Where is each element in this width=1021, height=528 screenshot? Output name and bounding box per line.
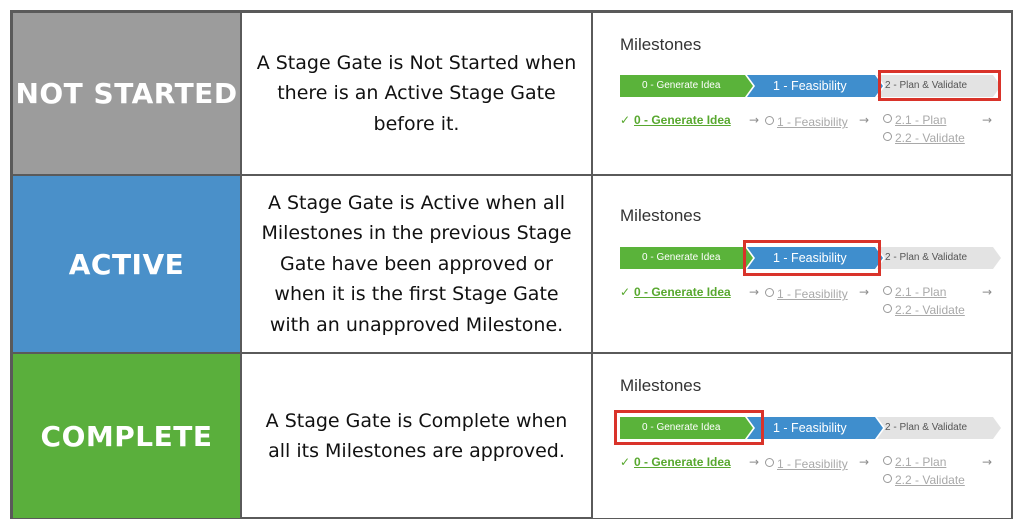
subitem-validate[interactable]: 2.2 - Validate [895, 473, 965, 487]
chevron-feasibility [747, 247, 883, 269]
arrow-right-icon: → [982, 455, 993, 469]
arrow-right-icon: → [859, 285, 870, 299]
subitem-validate[interactable]: 2.2 - Validate [895, 131, 965, 145]
chevron-feasibility-label: 1 - Feasibility [773, 79, 847, 93]
circle-icon [765, 458, 774, 467]
subitem-feasibility[interactable]: 1 - Feasibility [777, 287, 848, 301]
status-not-started: NOT STARTED [12, 12, 241, 175]
description-text: A Stage Gate is Active when all Mileston… [261, 191, 572, 336]
highlight-box [743, 240, 881, 276]
arrow-right-icon: → [859, 455, 870, 469]
status-active: ACTIVE [12, 175, 241, 353]
subitem-plan[interactable]: 2.1 - Plan [895, 113, 947, 127]
arrow-right-icon: → [749, 455, 760, 469]
chevron-feasibility-label: 1 - Feasibility [773, 421, 847, 435]
subitem-feasibility[interactable]: 1 - Feasibility [777, 115, 848, 129]
chevron-plan-validate [877, 247, 1001, 269]
chevron-plan-validate [877, 75, 1001, 97]
milestones-title: Milestones [620, 206, 702, 225]
stage-gate-table: NOT STARTED A Stage Gate is Not Started … [10, 10, 1013, 519]
arrow-right-icon: → [982, 285, 993, 299]
arrow-right-icon: → [982, 113, 993, 127]
milestones-panel-complete: Milestones 0 - Generate Idea 1 - Feasibi… [592, 353, 1012, 519]
circle-icon [883, 286, 892, 295]
chevron-generate-idea [620, 75, 753, 97]
stage-chevrons [620, 417, 1001, 439]
circle-icon [765, 116, 774, 125]
chevron-feasibility [747, 417, 883, 439]
subitem-generate-idea[interactable]: 0 - Generate Idea [634, 455, 731, 469]
circle-icon [883, 114, 892, 123]
milestones-panel-not-started: Milestones 0 - Generate Idea 1 - Feasibi… [592, 12, 1012, 175]
subitem-plan[interactable]: 2.1 - Plan [895, 455, 947, 469]
description-text: A Stage Gate is Complete when all its Mi… [265, 409, 568, 463]
stage-chevrons [620, 75, 1001, 97]
milestones-title: Milestones [620, 35, 702, 54]
stage-chevrons [620, 247, 1001, 269]
description-active: A Stage Gate is Active when all Mileston… [241, 175, 592, 353]
description-not-started: A Stage Gate is Not Started when there i… [241, 12, 592, 175]
chevron-plan-validate [877, 417, 1001, 439]
highlight-box [614, 410, 764, 445]
description-complete: A Stage Gate is Complete when all its Mi… [241, 353, 592, 519]
chevron-plan-validate-label: 2 - Plan & Validate [885, 422, 968, 433]
subitem-validate[interactable]: 2.2 - Validate [895, 303, 965, 317]
circle-icon [883, 474, 892, 483]
circle-icon [883, 456, 892, 465]
chevron-generate-idea [620, 247, 753, 269]
status-label: ACTIVE [68, 247, 185, 281]
circle-icon [883, 132, 892, 141]
chevron-feasibility [747, 75, 883, 97]
arrow-right-icon: → [749, 113, 760, 127]
chevron-generate-idea-label: 0 - Generate Idea [642, 252, 721, 263]
chevron-feasibility-label: 1 - Feasibility [773, 251, 847, 265]
chevron-plan-validate-label: 2 - Plan & Validate [885, 80, 968, 91]
milestones-panel-active: Milestones 0 - Generate Idea 1 - Feasibi… [592, 175, 1012, 353]
check-icon: ✓ [620, 113, 631, 127]
description-text: A Stage Gate is Not Started when there i… [256, 51, 577, 135]
subitem-generate-idea[interactable]: 0 - Generate Idea [634, 113, 731, 127]
check-icon: ✓ [620, 455, 631, 469]
subitem-generate-idea[interactable]: 0 - Generate Idea [634, 285, 731, 299]
circle-icon [765, 288, 774, 297]
chevron-generate-idea-label: 0 - Generate Idea [642, 80, 721, 91]
check-icon: ✓ [620, 285, 631, 299]
arrow-right-icon: → [749, 285, 760, 299]
chevron-generate-idea [620, 417, 753, 439]
chevron-plan-validate-label: 2 - Plan & Validate [885, 252, 968, 263]
chevron-generate-idea-label: 0 - Generate Idea [642, 422, 721, 433]
highlight-box [878, 70, 1001, 101]
arrow-right-icon: → [859, 113, 870, 127]
status-complete: COMPLETE [12, 353, 241, 519]
subitem-feasibility[interactable]: 1 - Feasibility [777, 457, 848, 471]
status-label: NOT STARTED [15, 77, 238, 110]
status-label: COMPLETE [40, 419, 213, 453]
subitem-plan[interactable]: 2.1 - Plan [895, 285, 947, 299]
circle-icon [883, 304, 892, 313]
milestones-title: Milestones [620, 376, 702, 395]
